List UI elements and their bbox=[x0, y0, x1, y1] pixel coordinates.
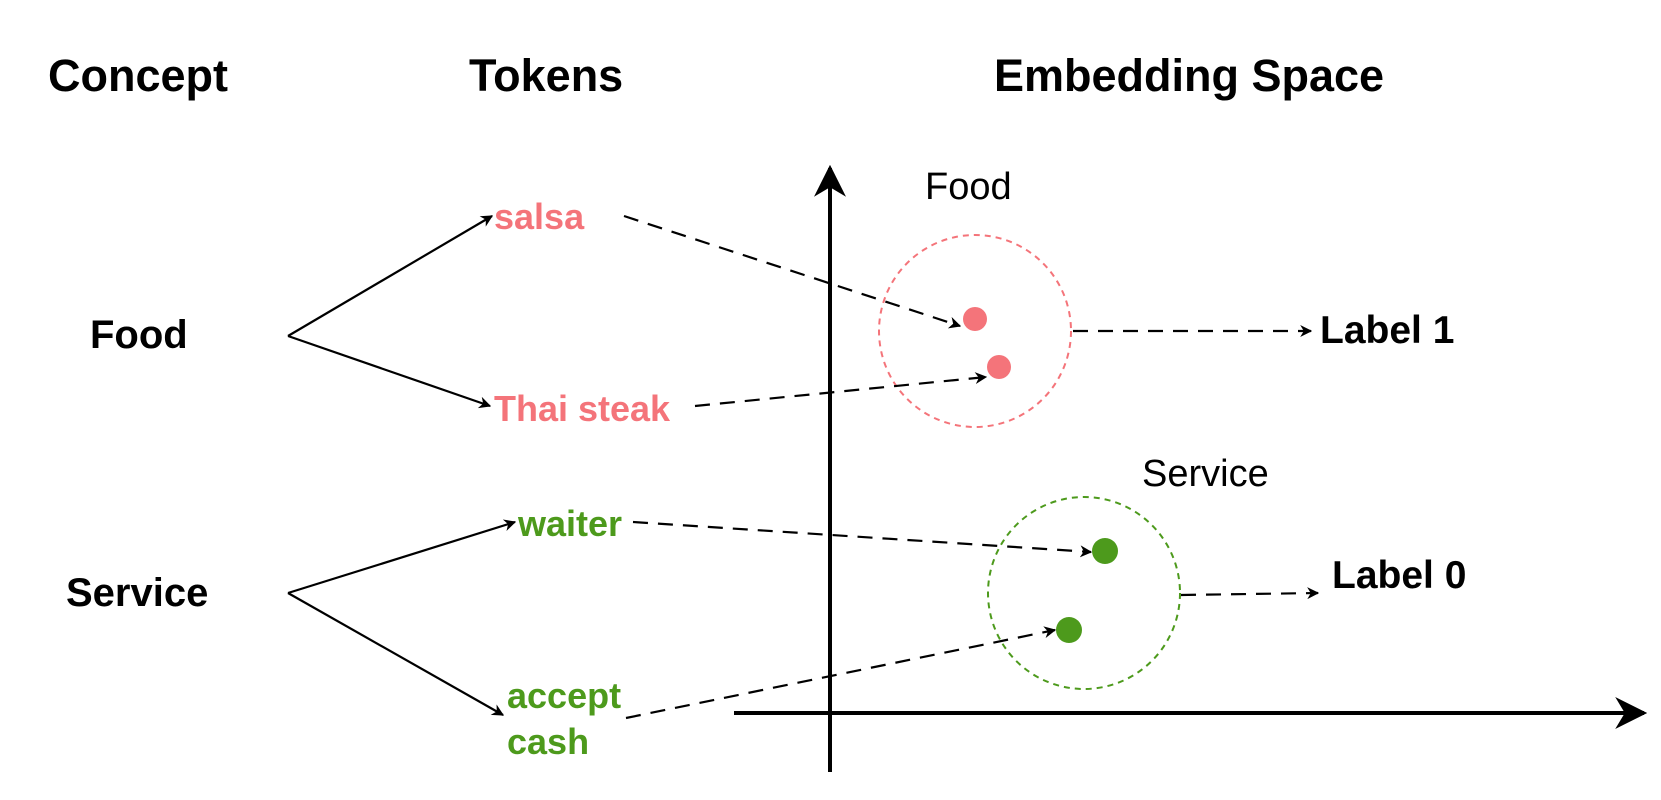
mapping-waiter bbox=[632, 520, 1093, 558]
mapping-thai-steak bbox=[694, 372, 988, 408]
concept-service: Service bbox=[66, 571, 208, 615]
mapping-salsa bbox=[623, 214, 962, 329]
cluster-food-label: Food bbox=[925, 166, 1012, 208]
token-accept-cash-line-1: accept bbox=[507, 675, 621, 716]
token-waiter: waiter bbox=[517, 503, 622, 544]
token-accept-cash-line-2: cash bbox=[507, 721, 589, 762]
arrow-service-to-accept-cash bbox=[287, 592, 505, 716]
embedding-space-header: Embedding Space bbox=[994, 50, 1384, 101]
arrow-food-to-salsa bbox=[287, 215, 494, 337]
token-thai-steak: Thai steak bbox=[494, 388, 671, 429]
mapping-accept-cash bbox=[625, 626, 1057, 720]
arrow-service-to-waiter bbox=[287, 519, 517, 595]
embedding-point-waiter bbox=[1092, 538, 1118, 564]
embedding-point-thai-steak bbox=[987, 355, 1011, 379]
concept-food: Food bbox=[90, 313, 188, 357]
cluster-service-label: Service bbox=[1142, 453, 1269, 495]
cluster-food-circle bbox=[878, 234, 1072, 428]
cluster-service-circle bbox=[987, 496, 1181, 690]
output-label-1: Label 1 bbox=[1320, 309, 1454, 352]
arrow-service-cluster-to-label bbox=[1180, 587, 1320, 600]
embedding-point-accept-cash bbox=[1056, 617, 1082, 643]
tokens-header: Tokens bbox=[469, 50, 623, 101]
token-salsa: salsa bbox=[494, 196, 585, 237]
output-label-0: Label 0 bbox=[1332, 554, 1466, 597]
embedding-point-salsa bbox=[963, 307, 987, 331]
arrow-food-to-thai-steak bbox=[287, 334, 492, 409]
concept-header: Concept bbox=[48, 50, 228, 101]
